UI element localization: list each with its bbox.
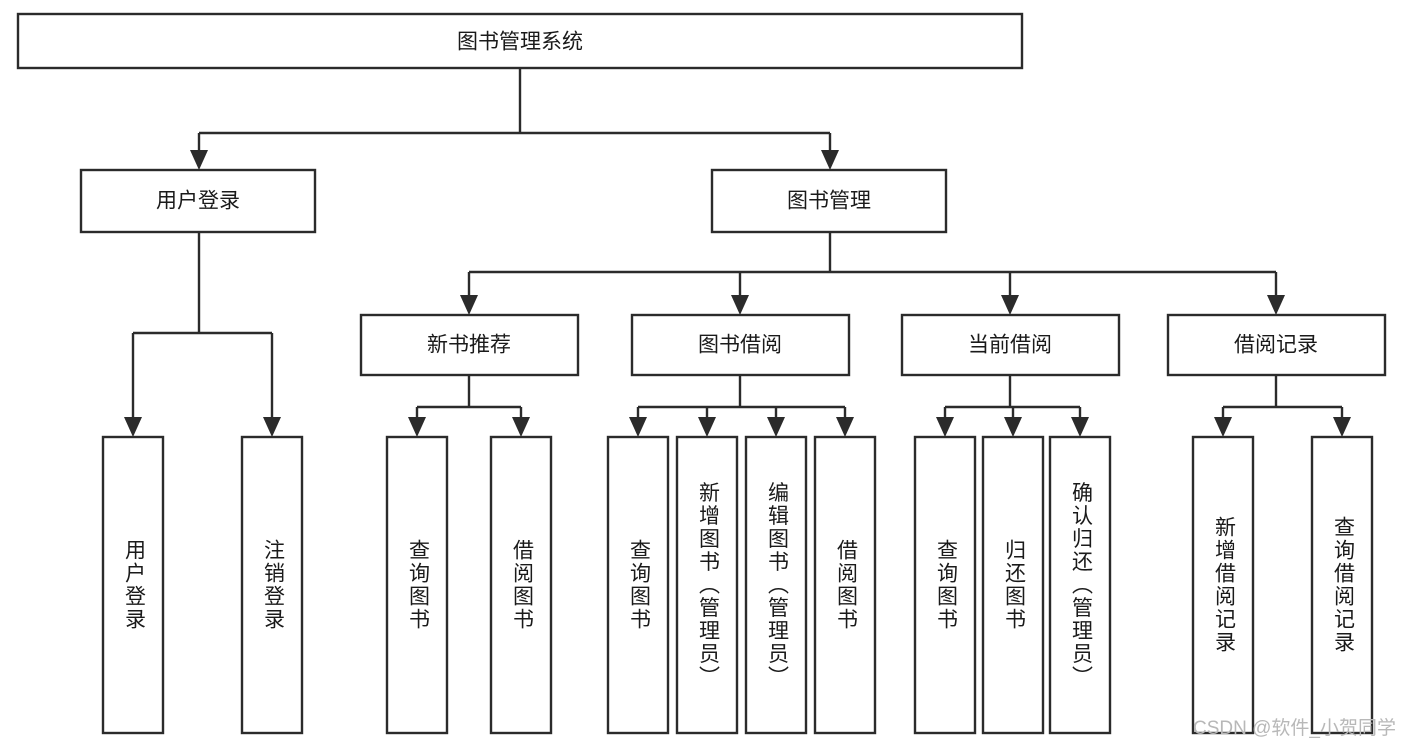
arrowhead-leaf-borrow-book-b [836,417,854,437]
node-new-book-recommend-box[interactable] [359,313,580,377]
leaf-edit-book-admin-label: 编辑图书（管理员） [765,482,789,689]
leaf-add-book-admin-label: 新增图书（管理员） [696,482,720,689]
node-root-system[interactable]: 图书管理系统 [16,12,1024,70]
leaf-return-book-label: 归还图书 [1002,539,1026,631]
node-borrow-record-label: 借阅记录 [1234,334,1318,357]
node-root-system-box[interactable] [16,12,1024,70]
leaf-query-book-recommend-box[interactable] [385,435,449,735]
arrowhead-leaf-borrow-book-a [512,417,530,437]
leaf-logout-login-label: 注销登录 [261,539,285,631]
arrowhead-leaf-add-book [698,417,716,437]
arrowhead-leaf-query-book-a [408,417,426,437]
leaf-query-book-current-box[interactable] [913,435,977,735]
arrowhead-leaf-query-book-b [629,417,647,437]
node-book-management-box[interactable] [710,168,948,234]
leaf-user-login-box[interactable] [101,435,165,735]
arrowhead-leaf-query-book-c [936,417,954,437]
node-book-management[interactable]: 图书管理 [710,168,948,234]
leaf-query-book-recommend-label: 查询图书 [406,539,430,631]
node-book-borrow-label: 图书借阅 [698,334,782,357]
arrowhead-borrow-record [1267,295,1285,315]
leaf-edit-book-admin[interactable]: 编辑图书（管理员） [744,435,808,735]
arrowhead-leaf-logout-login [263,417,281,437]
leaf-add-book-admin[interactable]: 新增图书（管理员） [675,435,739,735]
leaf-query-book-borrow-box[interactable] [606,435,670,735]
csdn-watermark: CSDN @软件_小贺同学 [1193,717,1396,739]
node-new-book-recommend[interactable]: 新书推荐 [359,313,580,377]
arrowhead-leaf-return-book [1004,417,1022,437]
node-new-book-recommend-label: 新书推荐 [427,334,511,357]
arrowhead-current-borrow [1001,295,1019,315]
leaf-confirm-return-admin[interactable]: 确认归还（管理员） [1048,435,1112,735]
node-book-management-label: 图书管理 [787,190,871,213]
arrowhead-leaf-query-record [1333,417,1351,437]
leaf-logout-login[interactable]: 注销登录 [240,435,304,735]
leaf-confirm-return-admin-box[interactable] [1048,435,1112,735]
arrowhead-leaf-add-record [1214,417,1232,437]
leaf-query-book-recommend[interactable]: 查询图书 [385,435,449,735]
arrowhead-book-mgmt [821,150,839,170]
leaf-edit-book-admin-box[interactable] [744,435,808,735]
node-book-borrow[interactable]: 图书借阅 [630,313,851,377]
leaf-add-borrow-record[interactable]: 新增借阅记录 [1191,435,1255,735]
node-user-login-box[interactable] [79,168,317,234]
arrowhead-leaf-confirm-return [1071,417,1089,437]
leaf-borrow-book-borrow[interactable]: 借阅图书 [813,435,877,735]
node-current-borrow[interactable]: 当前借阅 [900,313,1121,377]
leaf-return-book[interactable]: 归还图书 [981,435,1045,735]
node-borrow-record-box[interactable] [1166,313,1387,377]
leaf-query-borrow-record-box[interactable] [1310,435,1374,735]
node-book-borrow-box[interactable] [630,313,851,377]
arrowhead-book-borrow [731,295,749,315]
leaf-borrow-book-recommend-box[interactable] [489,435,553,735]
leaf-user-login[interactable]: 用户登录 [101,435,165,735]
arrowhead-leaf-edit-book [767,417,785,437]
leaf-query-book-current-label: 查询图书 [934,539,958,631]
node-borrow-record[interactable]: 借阅记录 [1166,313,1387,377]
arrowhead-leaf-user-login [124,417,142,437]
leaf-borrow-book-recommend[interactable]: 借阅图书 [489,435,553,735]
leaf-query-borrow-record-label: 查询借阅记录 [1331,516,1355,654]
leaf-confirm-return-admin-label: 确认归还（管理员） [1069,482,1093,689]
node-user-login[interactable]: 用户登录 [79,168,317,234]
node-current-borrow-label: 当前借阅 [968,334,1052,357]
leaf-user-login-label: 用户登录 [122,539,146,631]
connector-layer [124,68,1351,437]
node-user-login-label: 用户登录 [156,190,240,213]
leaf-query-book-borrow-label: 查询图书 [627,539,651,631]
leaf-add-book-admin-box[interactable] [675,435,739,735]
leaf-query-book-borrow[interactable]: 查询图书 [606,435,670,735]
node-root-system-label: 图书管理系统 [457,31,583,54]
leaf-query-book-current[interactable]: 查询图书 [913,435,977,735]
arrowhead-new-book-recommend [460,295,478,315]
leaf-return-book-box[interactable] [981,435,1045,735]
node-current-borrow-box[interactable] [900,313,1121,377]
leaf-query-borrow-record[interactable]: 查询借阅记录 [1310,435,1374,735]
leaf-borrow-book-borrow-box[interactable] [813,435,877,735]
leaf-add-borrow-record-label: 新增借阅记录 [1212,516,1236,654]
arrowhead-user-login [190,150,208,170]
leaf-add-borrow-record-box[interactable] [1191,435,1255,735]
leaf-borrow-book-recommend-label: 借阅图书 [510,539,534,631]
leaf-logout-login-box[interactable] [240,435,304,735]
leaf-borrow-book-borrow-label: 借阅图书 [834,539,858,631]
